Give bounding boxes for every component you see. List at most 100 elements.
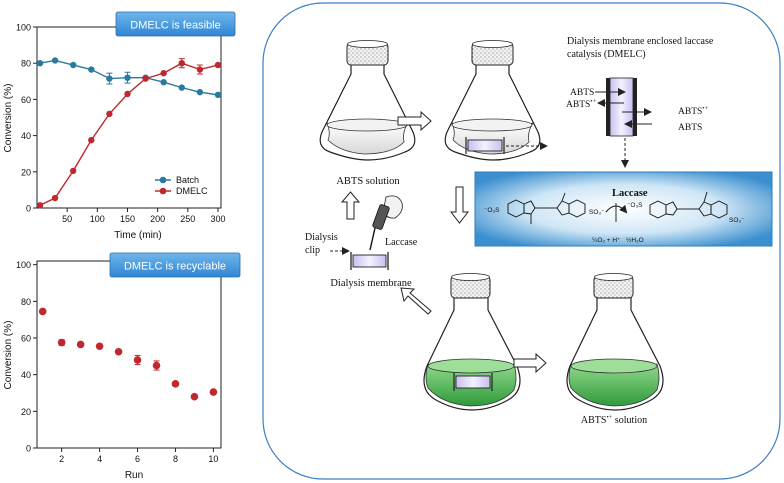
data-point-dmelc [196, 66, 204, 73]
svg-text:⁻O₃S: ⁻O₃S [484, 207, 500, 214]
x-tick-label: 100 [90, 214, 105, 224]
x-tick-label: 6 [135, 454, 140, 464]
pipette-loading: Laccase Dialysis clip Dialysis membrane [305, 195, 418, 289]
abts-radical-structure: ⁻O₃S SO₃⁻ [627, 191, 745, 224]
data-point-batch [160, 79, 167, 86]
svg-text:SO₃⁻: SO₃⁻ [729, 217, 745, 224]
abts-radical-solution-label: ABTS [581, 415, 607, 426]
data-point-dmelc [51, 194, 59, 202]
chart1-xlabel: Time (min) [114, 230, 161, 241]
radical-superscript-1: •+ [590, 98, 596, 105]
pipette-tip [369, 227, 376, 251]
membrane-abts-radical-in: ABTS [566, 100, 590, 110]
y-tick-label: 80 [21, 59, 31, 69]
arrow-green-to-membrane [400, 287, 432, 315]
data-point-batch [106, 75, 113, 82]
data-point-series [152, 361, 161, 370]
data-point-series [114, 347, 123, 356]
data-point-batch [214, 91, 222, 99]
data-point-dmelc [124, 90, 131, 98]
x-tick-label: 50 [62, 214, 72, 224]
reaction-o2: ¼O₂ + H⁺ [592, 237, 621, 244]
membrane-abts-in: ABTS [570, 88, 594, 98]
legend-marker-batch [159, 176, 167, 184]
y-tick-label: 20 [21, 407, 31, 417]
x-tick-label: 300 [210, 214, 225, 224]
svg-text:ABTS•+: ABTS•+ [678, 105, 709, 117]
data-point-series [171, 380, 180, 388]
data-point-batch [124, 74, 131, 81]
y-tick-label: 60 [21, 95, 31, 105]
banner-recyclable-text: DMELC is recyclable [124, 261, 226, 273]
flask3-body [423, 296, 521, 411]
data-point-dmelc [36, 202, 44, 209]
banner-feasible-text: DMELC is feasible [130, 20, 220, 32]
reaction-enzyme-label: Laccase [612, 188, 648, 199]
arrow-up-to-flask1 [340, 191, 361, 220]
dialysis-membrane-bag [352, 254, 387, 268]
chart2-ylabel: Conversion (%) [3, 321, 14, 390]
legend-label-batch: Batch [176, 175, 199, 185]
x-tick-label: 10 [208, 454, 218, 464]
flask2-membrane-bag [467, 139, 503, 152]
abts-solution-label: ABTS solution [336, 176, 400, 187]
y-tick-label: 100 [16, 23, 31, 33]
membrane-abts-out: ABTS [678, 123, 702, 133]
flask-abts-solution [319, 40, 416, 161]
dmelc-title-line1: Dialysis membrane enclosed laccase [567, 36, 714, 47]
y-tick-label: 40 [21, 131, 31, 141]
data-point-series [76, 340, 85, 349]
membrane-wall [609, 77, 634, 137]
flask1-body [319, 62, 416, 161]
chart1-plot-area [36, 26, 222, 209]
laccase-label: Laccase [385, 237, 418, 248]
membrane-detail: Dialysis membrane enclosed laccase catal… [566, 36, 714, 168]
flask-abts-radical-solution [566, 273, 664, 411]
svg-text:SO₃⁻: SO₃⁻ [589, 209, 605, 216]
radical-superscript-2: •+ [702, 105, 708, 112]
y-tick-label: 60 [21, 334, 31, 344]
data-point-batch [51, 57, 59, 64]
arrow-flask1-to-flask2 [397, 110, 432, 132]
data-point-series [133, 356, 142, 364]
data-point-dmelc [106, 110, 113, 118]
x-tick-label: 150 [120, 214, 135, 224]
pipette-body [372, 204, 390, 230]
dmelc-title-line2: catalysis (DMELC) [567, 49, 646, 60]
arrow-down-flask2 [449, 186, 470, 224]
abts-reduced-structure: ⁻O₃S SO₃⁻ [484, 192, 605, 224]
x-tick-label: 8 [173, 454, 178, 464]
flask-green-with-membrane [423, 273, 521, 411]
x-tick-label: 200 [150, 214, 165, 224]
svg-text:ABTS•+: ABTS•+ [566, 98, 597, 110]
data-point-series [209, 388, 218, 396]
y-tick-label: 20 [21, 167, 31, 177]
data-point-dmelc [214, 61, 222, 69]
x-tick-label: 2 [59, 454, 64, 464]
data-point-dmelc [88, 136, 95, 144]
data-point-dmelc [178, 60, 185, 67]
y-tick-label: 80 [21, 297, 31, 307]
data-point-series [190, 392, 199, 401]
y-tick-label: 0 [26, 204, 31, 214]
dialysis-membrane-label: Dialysis membrane [330, 278, 412, 289]
y-tick-label: 0 [26, 444, 31, 454]
chart1-legend: Batch DMELC [155, 175, 208, 196]
svg-text:⁻O₃S: ⁻O₃S [627, 202, 643, 209]
flask4-body [566, 296, 664, 411]
x-tick-label: 4 [97, 454, 102, 464]
banner-recyclable: DMELC is recyclable [109, 252, 241, 278]
data-point-dmelc [69, 167, 77, 175]
dialysis-clip-label-1: Dialysis [305, 232, 338, 243]
data-point-series [57, 338, 66, 347]
membrane-abts-radical-out: ABTS [678, 107, 702, 117]
legend-label-dmelc: DMELC [176, 186, 208, 196]
radical-superscript-3: •+ [606, 414, 612, 421]
data-point-batch [69, 61, 77, 69]
banner-feasible: DMELC is feasible [115, 11, 236, 37]
schematic-panel: ABTS solution Dialysis membrane enclosed… [262, 2, 781, 480]
solution-word: solution [615, 415, 647, 426]
